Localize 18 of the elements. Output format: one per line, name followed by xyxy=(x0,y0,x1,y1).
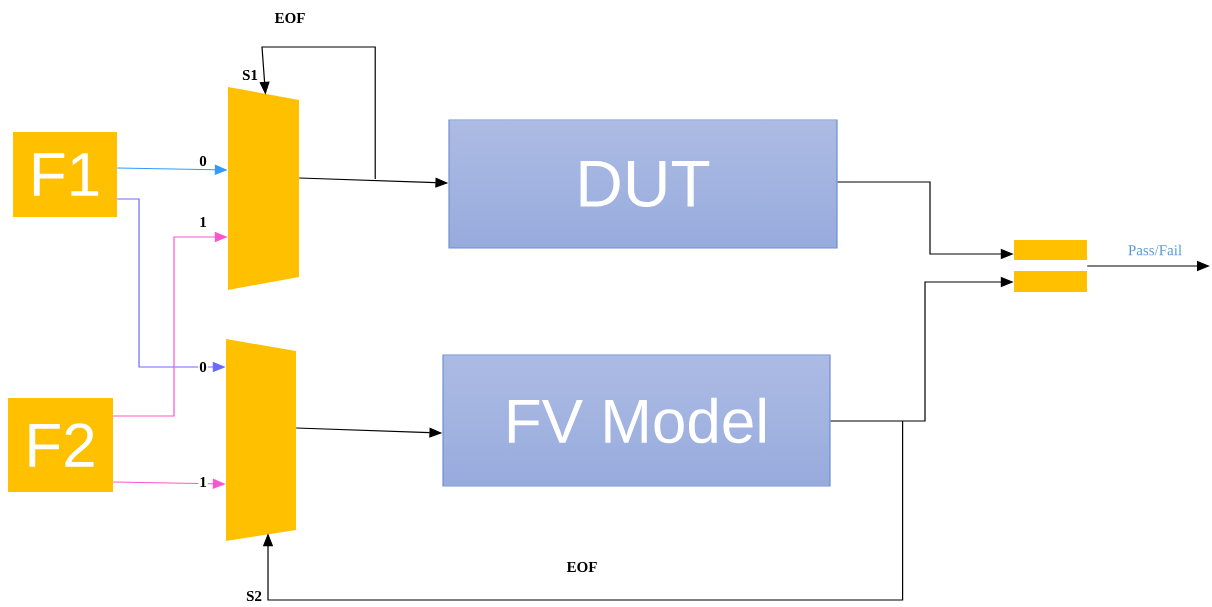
edge-label: EOF xyxy=(565,560,599,574)
signal-label: S2 xyxy=(246,590,262,602)
edge-label: 0 xyxy=(198,154,208,168)
edge-label: Pass/Fail xyxy=(1126,243,1184,257)
multiplexer xyxy=(226,339,296,541)
multiplexer xyxy=(228,87,299,290)
source-box: F1 xyxy=(13,132,117,217)
arrow xyxy=(259,46,376,180)
arrow xyxy=(262,420,904,601)
edge-label: EOF xyxy=(273,11,307,25)
source-box: F2 xyxy=(8,398,113,492)
edge-label: 0 xyxy=(198,360,208,374)
block-box: FV Model xyxy=(442,354,831,487)
comparator xyxy=(1014,240,1087,292)
edge-label: 1 xyxy=(198,216,208,228)
block-box: DUT xyxy=(448,119,838,249)
signal-label: S1 xyxy=(242,69,258,81)
edge-label: 1 xyxy=(198,476,208,488)
